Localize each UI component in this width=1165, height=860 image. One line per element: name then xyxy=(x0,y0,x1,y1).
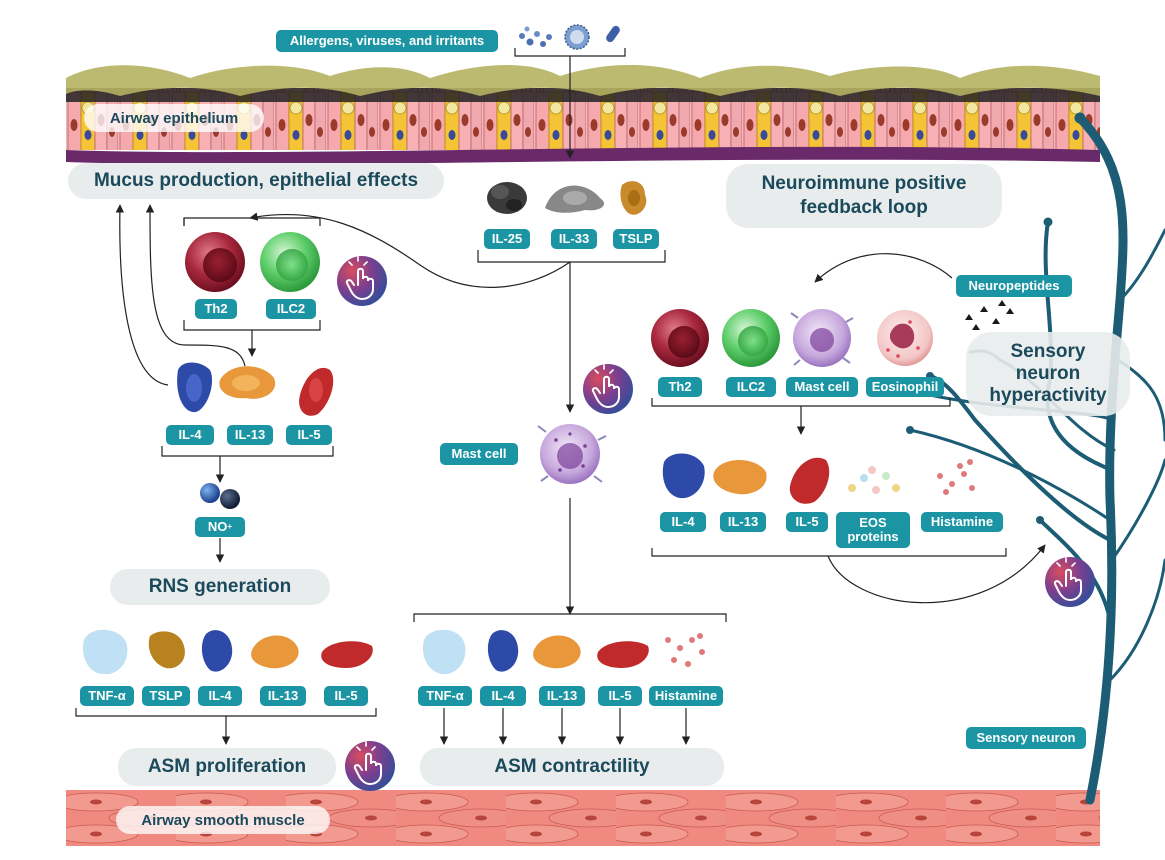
upstream-cytokine-icons xyxy=(487,181,647,215)
protein-il13-icon xyxy=(713,460,767,495)
ilc2-cell-icon xyxy=(722,309,780,367)
airway-epithelium-illustration xyxy=(66,64,1100,165)
neuroimmune-feedback-label: Neuroimmune positive feedback loop xyxy=(726,164,1002,228)
airway-smooth-muscle-label: Airway smooth muscle xyxy=(116,806,330,834)
no-superscript: + xyxy=(227,522,233,531)
protein-tnf-icon xyxy=(82,629,128,675)
hyperactivity-line3: hyperactivity xyxy=(989,385,1107,406)
prolif-il4-label: IL-4 xyxy=(198,686,242,706)
right-mediator-icons xyxy=(662,453,975,504)
neuropeptide-particles-icon xyxy=(965,300,1014,330)
il25-label: IL-25 xyxy=(484,229,530,249)
histamine-dots-icon xyxy=(665,633,705,667)
left-il5-label: IL-5 xyxy=(286,425,332,445)
th2-cell-icon xyxy=(651,309,709,367)
prolif-tnf-label: TNF-α xyxy=(80,686,134,706)
protein-tslp-icon xyxy=(148,631,185,669)
prolif-il5-label: IL-5 xyxy=(324,686,368,706)
sensory-hyperactivity-label: Sensory neuron hyperactivity xyxy=(966,332,1130,416)
protein-il5-icon xyxy=(321,641,373,668)
protein-il4-icon xyxy=(201,630,233,672)
left-ilc2-label: ILC2 xyxy=(266,299,316,319)
contract-tnf-label: TNF-α xyxy=(418,686,472,706)
mucus-production-label: Mucus production, epithelial effects xyxy=(68,163,444,199)
contract-il4-label: IL-4 xyxy=(480,686,526,706)
touch-hand-icon[interactable] xyxy=(337,256,387,306)
protein-il13-icon xyxy=(219,366,276,399)
left-il13-label: IL-13 xyxy=(227,425,273,445)
contract-il13-label: IL-13 xyxy=(539,686,585,706)
neuropeptides-label: Neuropeptides xyxy=(956,275,1072,297)
eos-proteins-dots-icon xyxy=(848,466,900,494)
no-label: NO+ xyxy=(195,517,245,537)
protein-il5-icon xyxy=(789,457,830,504)
protein-tnf-icon xyxy=(422,629,466,675)
contract-il5-label: IL-5 xyxy=(598,686,642,706)
allergens-label: Allergens, viruses, and irritants xyxy=(276,30,498,52)
protein-il5-icon xyxy=(299,367,334,416)
mast-cell-icon xyxy=(537,424,607,484)
eos-line2: proteins xyxy=(847,529,899,544)
asm-contractility-label: ASM contractility xyxy=(420,748,724,786)
no-text: NO xyxy=(207,519,228,534)
prolif-tslp-label: TSLP xyxy=(142,686,190,706)
asm-proliferation-label: ASM proliferation xyxy=(118,748,336,786)
neuroimmune-line2: feedback loop xyxy=(800,197,928,218)
right-histamine-label: Histamine xyxy=(921,512,1003,532)
th2-cell-icon xyxy=(185,232,245,292)
no-molecule-icon xyxy=(200,483,240,509)
ilc2-cell-icon xyxy=(260,232,320,292)
sensory-neuron-label: Sensory neuron xyxy=(966,727,1086,749)
airway-epithelium-label: Airway epithelium xyxy=(84,104,264,132)
right-eosinophil-label: Eosinophil xyxy=(866,377,944,397)
protein-tslp-icon xyxy=(620,181,647,215)
protein-il25-icon xyxy=(487,182,527,214)
protein-il4-icon xyxy=(662,453,705,499)
contract-histamine-label: Histamine xyxy=(649,686,723,706)
allergen-particles-icon xyxy=(519,24,620,50)
left-il4-label: IL-4 xyxy=(166,425,214,445)
il33-label: IL-33 xyxy=(551,229,597,249)
right-eos-proteins-label: EOS proteins xyxy=(836,512,910,548)
proliferation-mediator-icons xyxy=(82,629,373,675)
histamine-dots-icon xyxy=(937,459,975,495)
eosinophil-icon xyxy=(877,310,933,366)
right-il4-label: IL-4 xyxy=(660,512,706,532)
rns-generation-label: RNS generation xyxy=(110,569,330,605)
connector-lines xyxy=(75,48,1046,745)
eos-line1: EOS xyxy=(859,515,887,530)
center-mast-cell-label: Mast cell xyxy=(440,443,518,465)
neuroimmune-line1: Neuroimmune positive xyxy=(761,173,967,194)
tslp-label: TSLP xyxy=(613,229,659,249)
right-ilc2-label: ILC2 xyxy=(726,377,776,397)
right-il5-label: IL-5 xyxy=(786,512,828,532)
prolif-il13-label: IL-13 xyxy=(260,686,306,706)
right-il13-label: IL-13 xyxy=(720,512,766,532)
hyperactivity-line1: Sensory xyxy=(1010,341,1086,362)
touch-hand-icon[interactable] xyxy=(1045,557,1095,607)
hyperactivity-line2: neuron xyxy=(1015,363,1081,384)
protein-il13-icon xyxy=(533,635,581,669)
right-th2-label: Th2 xyxy=(658,377,702,397)
left-th2-label: Th2 xyxy=(195,299,237,319)
protein-il4-icon xyxy=(487,630,519,672)
touch-hand-icon[interactable] xyxy=(345,741,395,791)
mast-cell-icon xyxy=(790,309,854,367)
protein-il33-icon xyxy=(545,185,605,213)
right-mast-cell-label: Mast cell xyxy=(786,377,858,397)
protein-il5-icon xyxy=(597,641,649,668)
protein-il4-icon xyxy=(177,362,213,413)
touch-hand-icon[interactable] xyxy=(583,364,633,414)
protein-il13-icon xyxy=(251,635,299,669)
contractility-mediator-icons xyxy=(422,629,705,675)
